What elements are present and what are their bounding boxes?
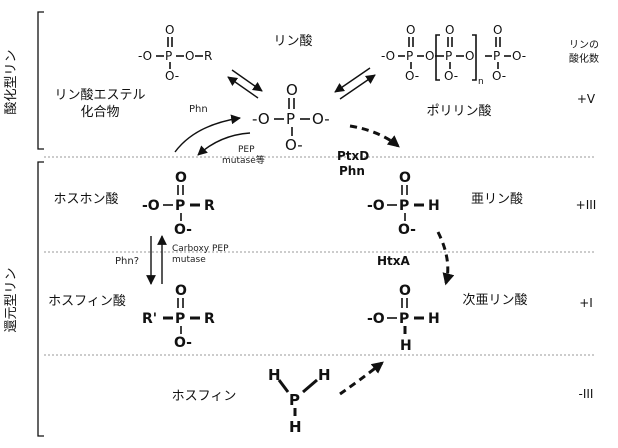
enzyme-carboxy-pep: Carboxy PEP [172, 244, 229, 254]
svg-text:O: O [175, 283, 187, 299]
svg-text:P: P [399, 198, 409, 214]
arrow-phosphonic-to-phosphate [174, 114, 241, 153]
oxidized-bracket [37, 11, 44, 150]
ox-state-plus-iii: +III [576, 198, 597, 212]
label-phosphate-ester-1: リン酸エステル [54, 88, 145, 103]
svg-text:P: P [406, 49, 413, 63]
svg-text:P: P [289, 391, 300, 409]
arrow-phosphate-to-ester [227, 76, 259, 99]
phosphate-ester-structure: -O P O O- O R [138, 23, 212, 83]
enzyme-phn-upper: Phn [189, 104, 208, 115]
enzyme-ptxd: PtxD [337, 149, 369, 163]
svg-text:-O: -O [252, 110, 270, 128]
svg-text:P: P [445, 49, 452, 63]
svg-text:O: O [406, 23, 415, 37]
svg-text:O: O [185, 49, 194, 63]
arrow-phosphine-to-hypophosphite [339, 361, 384, 396]
svg-text:H: H [289, 418, 302, 436]
svg-text:O-: O- [512, 49, 526, 63]
hypophosphite-structure: -O P O H H [367, 283, 440, 354]
enzyme-phn-right: Phn [339, 164, 365, 178]
label-polyphosphate: ポリリン酸 [426, 104, 491, 119]
ox-header-line1: リンの [569, 40, 599, 51]
label-phosphinic-acid: ホスフィン酸 [48, 294, 126, 309]
svg-text:O-: O- [398, 222, 416, 238]
svg-text:O: O [445, 23, 454, 37]
svg-text:O-: O- [285, 136, 303, 154]
ox-state-minus-iii: -III [579, 387, 594, 401]
svg-text:O: O [425, 49, 434, 63]
svg-text:P: P [175, 311, 185, 327]
svg-text:O: O [465, 49, 474, 63]
arrow-phosphate-to-poly [339, 74, 376, 100]
svg-text:R': R' [142, 311, 157, 327]
svg-text:P: P [286, 110, 295, 128]
svg-text:R: R [204, 198, 215, 214]
phosphate-structure: -O P O O- O- [252, 81, 330, 154]
label-phosphite: 亜リン酸 [471, 192, 523, 207]
svg-text:O: O [399, 283, 411, 299]
label-phosphonic-acid: ホスホン酸 [53, 192, 118, 207]
svg-text:O-: O- [165, 69, 179, 83]
arrow-poly-to-phosphate [334, 67, 371, 93]
svg-text:n: n [478, 77, 484, 87]
enzyme-pep: PEP [238, 145, 255, 155]
svg-text:O: O [399, 170, 411, 186]
arrow-ester-to-phosphate [231, 69, 263, 92]
label-phosphate-ester-2: 化合物 [80, 105, 119, 120]
reduced-label: 還元型リン [4, 267, 19, 332]
svg-text:H: H [428, 311, 440, 327]
phosphite-structure: -O P O O- H [367, 170, 440, 238]
label-phosphine: ホスフィン [172, 389, 237, 404]
ox-header-line2: 酸化数 [569, 52, 599, 65]
enzyme-mutase-etc: mutase等 [222, 154, 265, 166]
svg-text:O-: O- [444, 69, 458, 83]
arrow-phosphate-to-phosphonic [197, 132, 251, 156]
svg-text:O-: O- [405, 69, 419, 83]
enzyme-htxa: HtxA [377, 254, 411, 268]
svg-text:O-: O- [492, 69, 506, 83]
phosphonic-acid-structure: -O P O O- R [142, 170, 215, 238]
phosphinic-acid-structure: R' P O O- R [142, 283, 215, 351]
ox-state-plus-i: +I [579, 296, 593, 310]
svg-text:O: O [286, 81, 298, 99]
arrow-hypophosphite-to-phosphite [436, 231, 455, 286]
oxidized-label: 酸化型リン [4, 49, 19, 114]
svg-text:H: H [268, 366, 281, 384]
enzyme-phn-q: Phn? [115, 256, 139, 267]
svg-text:-O: -O [138, 49, 152, 63]
svg-text:-O: -O [367, 198, 385, 214]
svg-text:P: P [493, 49, 500, 63]
svg-text:O: O [493, 23, 502, 37]
label-hypophosphite: 次亜リン酸 [462, 292, 527, 308]
svg-text:P: P [165, 49, 172, 63]
svg-text:-O: -O [142, 198, 160, 214]
svg-text:O-: O- [312, 110, 330, 128]
svg-text:H: H [318, 366, 331, 384]
arrow-phosphite-oxidation [349, 124, 400, 148]
svg-text:H: H [428, 198, 440, 214]
enzyme-mutase: mutase [172, 255, 206, 265]
reduced-bracket [37, 161, 44, 437]
svg-text:P: P [399, 311, 409, 327]
ox-state-plus-v: +V [577, 92, 596, 106]
polyphosphate-structure: -O P O O- O P O O- O n P O O- O- [381, 23, 526, 87]
svg-text:O-: O- [174, 335, 192, 351]
svg-text:O: O [165, 23, 174, 37]
svg-text:O-: O- [174, 222, 192, 238]
svg-text:P: P [175, 198, 185, 214]
svg-text:R: R [204, 49, 212, 63]
svg-text:-O: -O [367, 311, 385, 327]
svg-text:O: O [175, 170, 187, 186]
svg-text:-O: -O [381, 49, 395, 63]
label-phosphoric-acid: リン酸 [273, 34, 312, 49]
svg-text:H: H [400, 338, 412, 354]
phosphine-structure: H H P H [268, 366, 331, 436]
svg-text:R: R [204, 311, 215, 327]
